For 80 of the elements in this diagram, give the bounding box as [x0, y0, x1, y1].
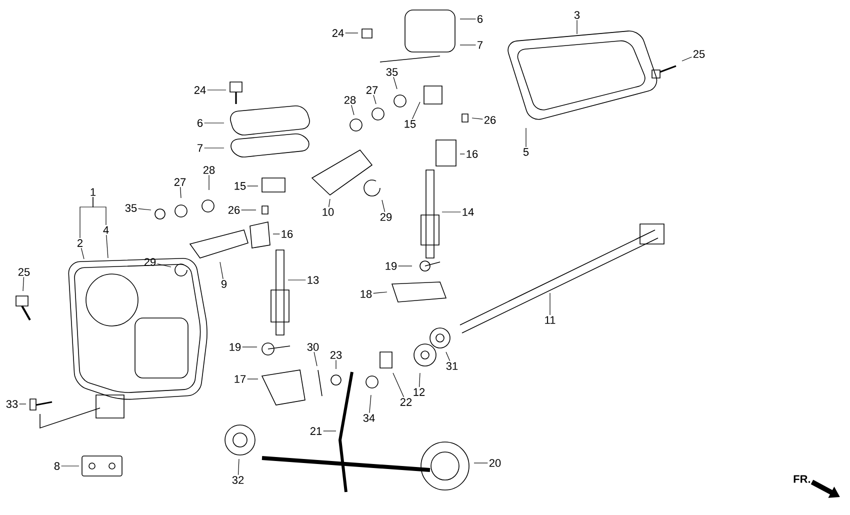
leader-line	[80, 248, 84, 260]
callout-number: 26	[484, 116, 496, 124]
callout-number: 10	[322, 208, 334, 216]
leader-line	[576, 20, 578, 34]
leader-line	[204, 122, 224, 124]
callout-number: 21	[310, 427, 322, 435]
leader-line	[92, 196, 106, 226]
callout-number: 13	[308, 276, 319, 284]
callout-number: 17	[234, 375, 246, 383]
callout-number: 22	[400, 398, 412, 406]
leader-line	[220, 262, 224, 280]
leader-line	[412, 102, 420, 120]
callout-number: 24	[332, 29, 344, 37]
callout-number: 7	[198, 144, 203, 152]
callout-number: 15	[234, 182, 246, 190]
callout-number: 27	[174, 178, 186, 186]
callout-number: 35	[386, 68, 398, 76]
leader-line	[472, 118, 483, 120]
callout-number: 25	[18, 268, 30, 276]
callout-number: 5	[523, 148, 529, 156]
leader-line	[446, 352, 450, 362]
callout-number: 18	[360, 290, 372, 298]
leader-line	[345, 32, 358, 34]
leader-line	[208, 174, 210, 190]
callout-number: 19	[386, 262, 397, 270]
leader-line	[418, 372, 420, 388]
callout-number: 32	[232, 476, 244, 484]
callout-number: 11	[545, 316, 556, 324]
callout-number: 16	[282, 230, 293, 238]
callout-number: 6	[478, 15, 483, 23]
callout-number: 12	[414, 388, 425, 396]
callout-number: 28	[203, 166, 215, 174]
callout-number: 9	[221, 280, 227, 288]
leader-line	[242, 346, 258, 348]
leader-line	[351, 104, 354, 116]
callout-number: 15	[404, 120, 416, 128]
callout-number: 24	[194, 86, 206, 94]
leader-line	[460, 18, 476, 20]
callout-number: 4	[103, 226, 109, 234]
callout-number: 2	[78, 239, 83, 247]
leader-line	[474, 462, 488, 464]
leader-line	[314, 352, 318, 366]
callout-number: 30	[307, 343, 319, 351]
leader-line	[382, 200, 386, 212]
leader-line	[682, 56, 692, 62]
leader-line	[393, 76, 398, 90]
callout-number: 19	[230, 343, 241, 351]
leader-line	[392, 372, 404, 398]
callout-number: 7	[478, 41, 483, 49]
leader-line	[106, 234, 108, 258]
leader-line	[373, 292, 388, 294]
leader-line	[238, 458, 240, 476]
callout-number: 35	[125, 204, 137, 212]
callout-number: 20	[489, 459, 501, 467]
callout-number: 6	[198, 119, 203, 127]
leader-line	[247, 378, 258, 380]
callout-number: 3	[574, 11, 580, 19]
direction-label: FR.	[794, 475, 810, 483]
callout-number: 33	[6, 400, 18, 408]
leader-line	[328, 198, 330, 208]
leader-line	[369, 394, 372, 414]
leader-line	[373, 94, 376, 104]
callout-number: 29	[380, 213, 392, 221]
callout-number: 16	[466, 150, 478, 158]
leader-line	[138, 208, 152, 210]
callout-number: 26	[228, 206, 240, 214]
callout-number: 1	[90, 188, 96, 196]
callout-number: 14	[462, 208, 474, 216]
leader-line	[22, 276, 24, 292]
callout-number: 8	[54, 462, 60, 470]
leader-line	[323, 430, 336, 432]
leader-line	[180, 186, 182, 198]
callout-number: 27	[366, 86, 378, 94]
callout-number: 28	[344, 96, 356, 104]
callout-number: 34	[363, 414, 375, 422]
callout-number: 31	[446, 362, 458, 370]
callout-number: 23	[330, 351, 342, 359]
leader-line	[460, 44, 476, 46]
leader-line	[157, 263, 172, 268]
callout-number: 25	[693, 50, 705, 58]
